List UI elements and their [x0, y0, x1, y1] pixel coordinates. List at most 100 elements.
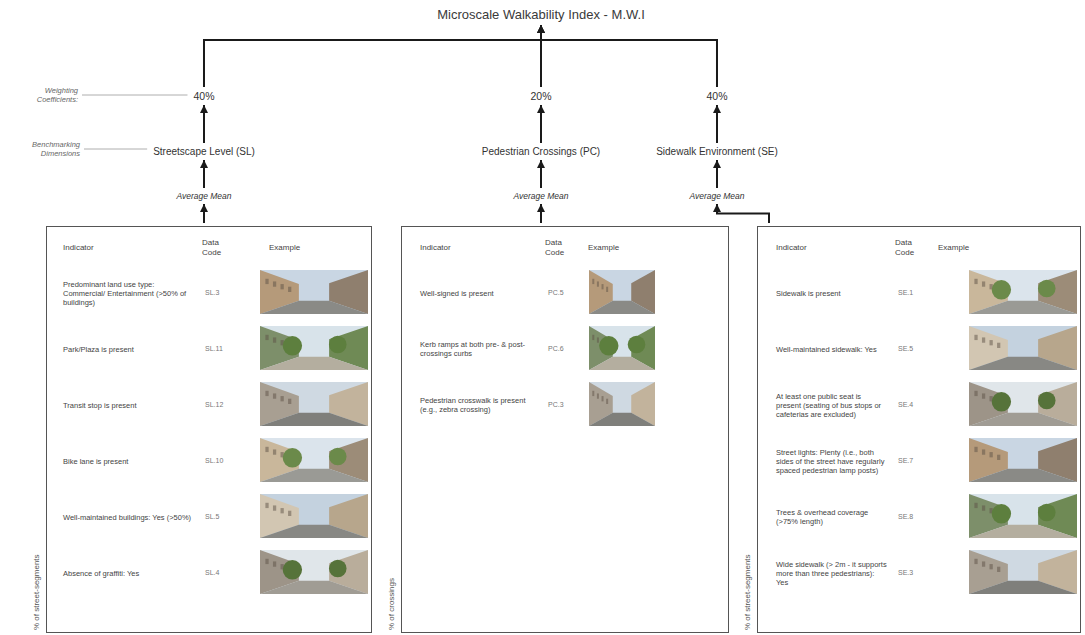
photo-tree [628, 336, 646, 354]
data-code: SL.3 [205, 289, 245, 297]
example-photo [260, 438, 368, 482]
example-photo [969, 382, 1077, 426]
photo-tree [1038, 504, 1056, 522]
column-header: Indicator [776, 243, 807, 253]
photo-window [265, 279, 268, 284]
photo-street [260, 301, 368, 314]
indicator-text: Well-maintained buildings: Yes (>50%) [63, 513, 193, 522]
indicator-text: Sidewalk is present [776, 289, 888, 298]
data-code: SL.10 [205, 457, 245, 465]
dimension-label: Streetscape Level (SL) [153, 146, 255, 157]
weight-percent: 40% [706, 90, 727, 102]
photo-window [997, 567, 1000, 572]
photo-window [281, 508, 284, 513]
flow-arrow [716, 105, 718, 143]
photo-window [265, 503, 268, 508]
example-photo [260, 550, 368, 594]
photo-tree [992, 504, 1011, 523]
photo-window [273, 561, 276, 566]
flow-arrow [716, 160, 718, 188]
photo-sky [969, 550, 1077, 594]
photo-tree [329, 448, 347, 466]
column-header: Data Code [895, 238, 925, 257]
axis-label: % of crossings [387, 578, 397, 630]
indicator-panel: % of crossingsIndicatorData CodeExampleW… [401, 226, 729, 633]
photo-street [260, 581, 368, 594]
photo-tree [329, 560, 347, 578]
indicator-text: Kerb ramps at both pre- & post-crossings… [420, 340, 538, 358]
data-code: SL.5 [205, 513, 245, 521]
photo-window [982, 505, 985, 510]
column-header: Indicator [420, 243, 451, 253]
indicator-text: Well-maintained sidewalk: Yes [776, 345, 888, 354]
text-node: Streetscape Level (SL) [153, 146, 255, 157]
photo-street [969, 413, 1077, 426]
text-node: 40% [193, 90, 214, 102]
annotation-label: Weighting Coefficients: [22, 86, 78, 104]
leader-line [84, 149, 147, 150]
photo-window [606, 287, 608, 292]
photo-window [265, 447, 268, 452]
data-code: PC.3 [548, 401, 586, 409]
photo-sky [260, 382, 368, 426]
flow-arrow [540, 160, 542, 188]
example-photo [969, 270, 1077, 314]
photo-window [982, 281, 985, 286]
data-code: SE.1 [898, 289, 938, 297]
photo-window [974, 279, 977, 284]
photo-tree [992, 280, 1011, 299]
data-code: SE.3 [898, 569, 938, 577]
photo-sky [969, 270, 1077, 314]
photo-window [265, 559, 268, 564]
axis-label: % of street-segments [743, 554, 753, 630]
method-label: Average Mean [689, 191, 744, 201]
annotation-label: Benchmarking Dimensions [20, 140, 80, 158]
text-node: Pedestrian Crossings (PC) [482, 146, 600, 157]
indicator-text: Wide sidewalk (> 2m - it supports more t… [776, 560, 888, 587]
indicator-text: Transit stop is present [63, 401, 193, 410]
photo-sky [260, 270, 368, 314]
weight-percent: 20% [530, 90, 551, 102]
photo-window [974, 559, 977, 564]
text-node: Microscale Walkability Index - M.W.I [437, 7, 645, 22]
photo-street [969, 469, 1077, 482]
photo-street [969, 581, 1077, 594]
photo-window [273, 449, 276, 454]
method-label: Average Mean [176, 191, 231, 201]
photo-tree [283, 560, 302, 579]
photo-street [260, 413, 368, 426]
flow-arrow [717, 204, 769, 223]
photo-street [260, 357, 368, 370]
data-code: SL.4 [205, 569, 245, 577]
data-code: SE.8 [898, 513, 938, 521]
indicator-text: Pedestrian crosswalk is present (e.g., z… [420, 396, 538, 414]
flow-arrow [203, 204, 205, 223]
method-label: Average Mean [513, 191, 568, 201]
photo-window [602, 396, 604, 401]
photo-window [982, 393, 985, 398]
photo-tree [599, 336, 618, 355]
photo-sky [589, 326, 655, 370]
photo-window [974, 447, 977, 452]
photo-street [969, 301, 1077, 314]
photo-window [597, 393, 599, 398]
example-photo [589, 326, 655, 370]
data-code: SL.11 [205, 345, 245, 353]
column-header: Example [269, 243, 300, 253]
text-node: Average Mean [513, 191, 568, 201]
example-photo [260, 270, 368, 314]
indicator-text: Absence of graffiti: Yes [63, 569, 193, 578]
text-node: Sidewalk Environment (SE) [656, 146, 778, 157]
data-code: SE.5 [898, 345, 938, 353]
data-code: SE.4 [898, 401, 938, 409]
photo-street [589, 301, 655, 314]
data-code: SL.12 [205, 401, 245, 409]
photo-sky [260, 326, 368, 370]
photo-street [260, 469, 368, 482]
photo-sky [260, 438, 368, 482]
photo-window [288, 287, 291, 292]
photo-sky [589, 382, 655, 426]
axis-label: % of street-segments [32, 554, 42, 630]
photo-window [606, 399, 608, 404]
photo-window [997, 343, 1000, 348]
